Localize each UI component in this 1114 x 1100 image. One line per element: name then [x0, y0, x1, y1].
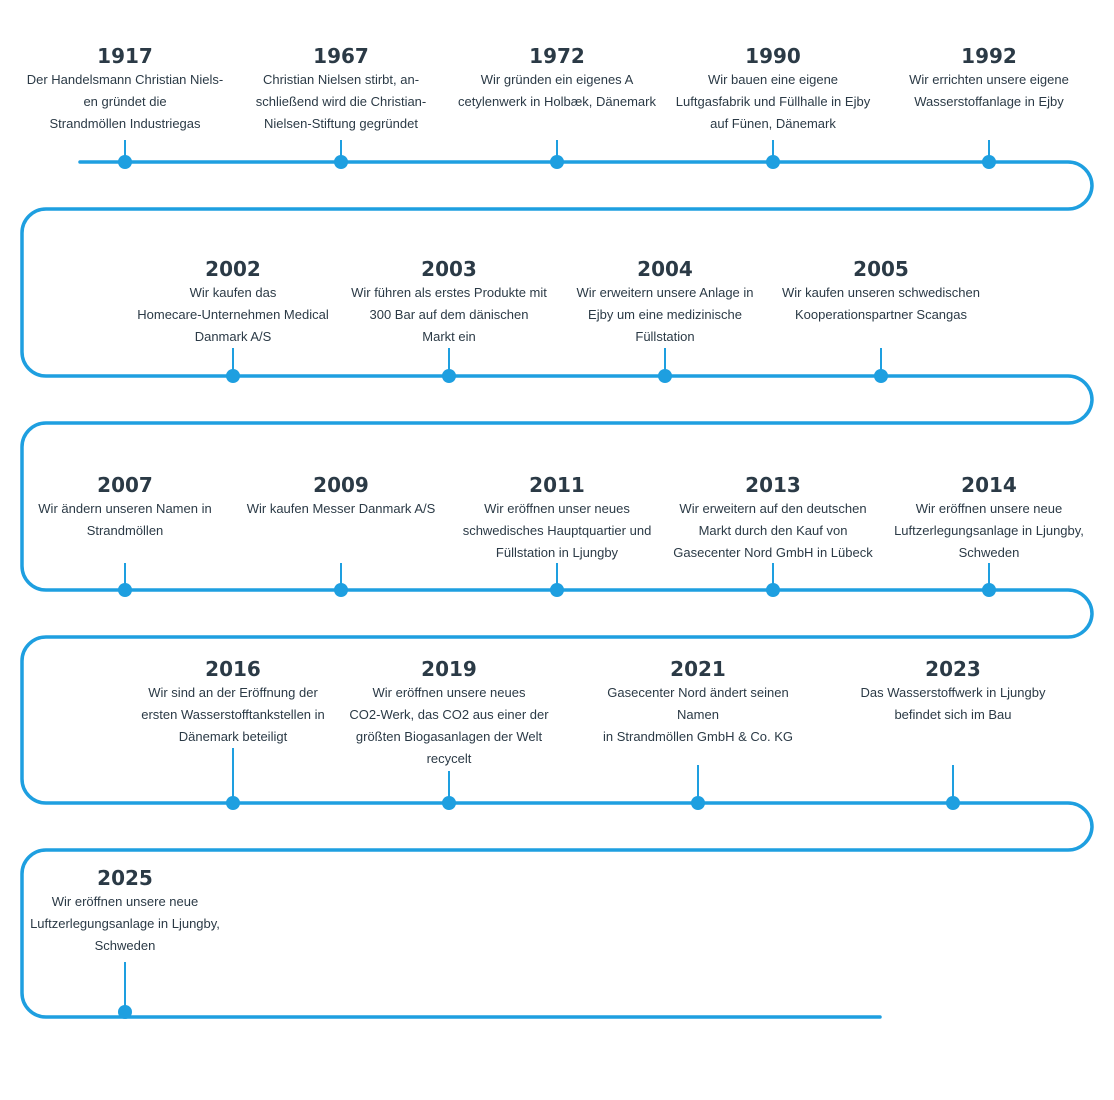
event-year: 2023 — [925, 657, 981, 681]
event-year: 2016 — [205, 657, 261, 681]
timeline-dot — [442, 796, 456, 810]
event-year: 2021 — [670, 657, 726, 681]
event-year: 2002 — [205, 257, 261, 281]
event-year: 1990 — [745, 44, 801, 68]
event-year: 2007 — [97, 473, 153, 497]
timeline-dot — [982, 583, 996, 597]
event-year: 2011 — [529, 473, 585, 497]
timeline-dot — [766, 155, 780, 169]
event-year: 2004 — [637, 257, 693, 281]
event-description: Der Handelsmann Christian Niels-en gründ… — [26, 72, 224, 131]
event-year: 1972 — [529, 44, 585, 68]
event-year: 1917 — [97, 44, 153, 68]
timeline-dot — [982, 155, 996, 169]
event-year: 1992 — [961, 44, 1017, 68]
event-description: Wir kaufen Messer Danmark A/S — [246, 501, 436, 516]
timeline-dot — [442, 369, 456, 383]
timeline-dot — [658, 369, 672, 383]
event-description: Christian Nielsen stirbt, an-schließend … — [255, 72, 427, 131]
timeline-dot — [334, 583, 348, 597]
event-year: 2019 — [421, 657, 477, 681]
timeline-dot — [226, 796, 240, 810]
timeline-dot — [118, 1005, 132, 1019]
event-year: 2009 — [313, 473, 369, 497]
event-year: 2005 — [853, 257, 909, 281]
event-year: 2013 — [745, 473, 801, 497]
timeline-dot — [334, 155, 348, 169]
event-year: 2014 — [961, 473, 1017, 497]
event-year: 2003 — [421, 257, 477, 281]
event-year: 2025 — [97, 866, 153, 890]
timeline-dot — [946, 796, 960, 810]
timeline-dot — [550, 583, 564, 597]
timeline-dot — [118, 155, 132, 169]
timeline-dot — [226, 369, 240, 383]
timeline-dot — [550, 155, 564, 169]
timeline-dot — [691, 796, 705, 810]
timeline-dot — [766, 583, 780, 597]
timeline-dot — [118, 583, 132, 597]
event-year: 1967 — [313, 44, 369, 68]
timeline-dot — [874, 369, 888, 383]
